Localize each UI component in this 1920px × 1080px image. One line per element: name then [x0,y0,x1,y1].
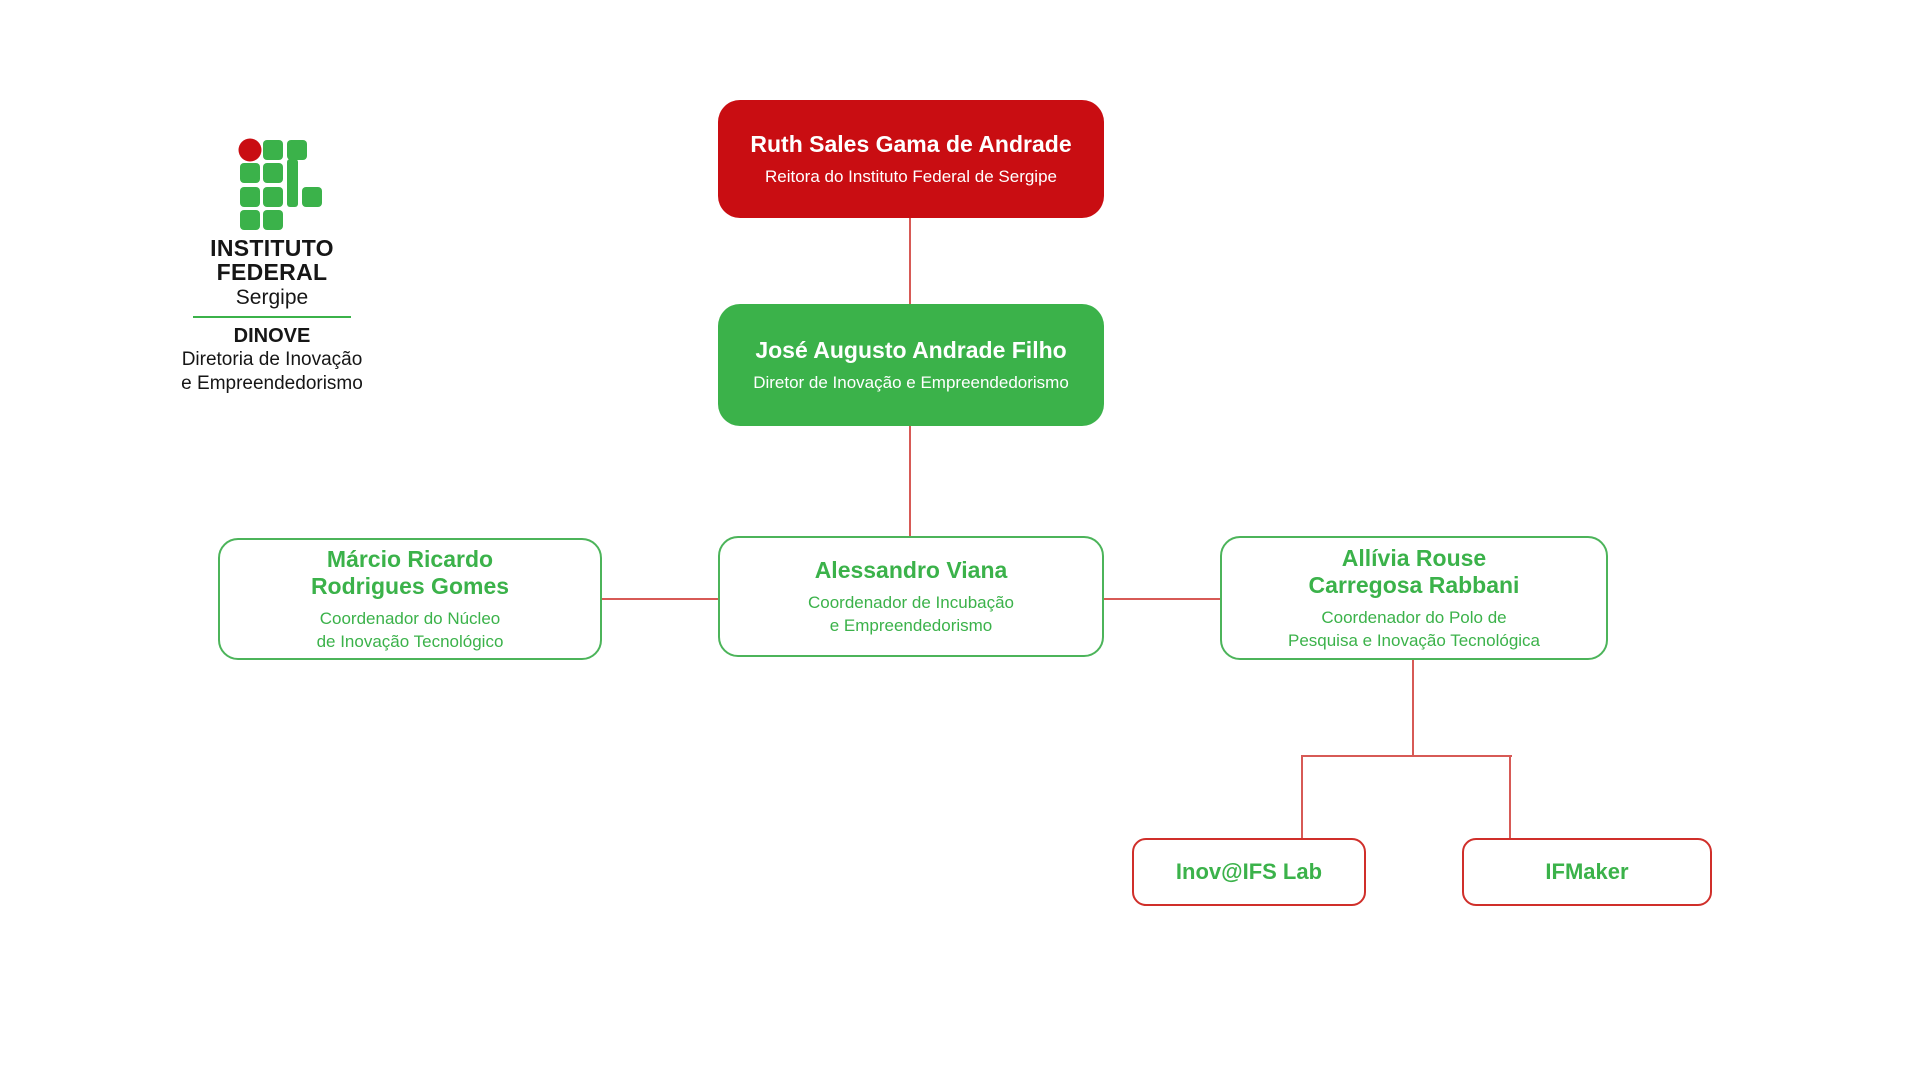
node-name-line2: Rodrigues Gomes [310,572,510,599]
node-role: Coordenador do Polo de Pesquisa e Inovaç… [1288,606,1540,652]
node-role-line2: Pesquisa e Inovação Tecnológica [1287,630,1541,650]
org-node-reitora: Ruth Sales Gama de Andrade Reitora do In… [718,100,1104,218]
logo-divider [193,316,351,318]
connector-nucleo-incubacao [601,598,719,600]
logo-org-name-line1: INSTITUTO [210,235,334,261]
node-name: Alessandro Viana [814,556,1008,583]
ifs-logo-text: INSTITUTO FEDERAL Sergipe DINOVE Diretor… [132,236,412,396]
ifs-logo-mark-icon [238,138,322,230]
org-node-incubacao: Alessandro Viana Coordenador de Incubaçã… [718,536,1104,657]
logo-unit-name-line1: Diretoria de Inovação [181,349,363,370]
connector-reitora-diretor [909,217,911,305]
logo-unit-acronym: DINOVE [233,325,311,347]
node-role: Reitora do Instituto Federal de Sergipe [764,166,1057,186]
logo-org-name-line2: FEDERAL [216,259,328,285]
node-name-line1: Allívia Rouse [1341,544,1487,571]
logo-region: Sergipe [235,286,309,309]
org-node-diretor: José Augusto Andrade Filho Diretor de In… [718,304,1104,426]
connector-branch-inov-ifs-lab [1301,755,1303,839]
node-role-line1: Coordenador do Núcleo [319,608,501,628]
connector-branch-ifmaker [1509,755,1511,839]
node-name: Inov@IFS Lab [1175,859,1323,884]
connector-polo-children-bar [1301,755,1512,757]
node-role: Coordenador de Incubação e Empreendedori… [808,591,1014,637]
org-node-inov-ifs-lab: Inov@IFS Lab [1132,838,1366,906]
node-name-line2: Carregosa Rabbani [1308,571,1520,598]
connector-polo-down [1412,659,1414,756]
connector-diretor-incubacao [909,425,911,537]
node-name: Allívia Rouse Carregosa Rabbani [1309,545,1520,599]
connector-incubacao-polo [1102,598,1221,600]
org-node-nucleo: Márcio Ricardo Rodrigues Gomes Coordenad… [218,538,602,660]
node-role: Diretor de Inovação e Empreendedorismo [753,372,1069,392]
node-name: Ruth Sales Gama de Andrade [750,130,1072,157]
node-name: IFMaker [1545,859,1629,884]
node-role-line2: de Inovação Tecnológico [316,631,504,651]
org-node-ifmaker: IFMaker [1462,838,1712,906]
org-node-polo: Allívia Rouse Carregosa Rabbani Coordena… [1220,536,1608,660]
logo-unit-name-line2: e Empreendedorismo [181,373,363,394]
node-name: José Augusto Andrade Filho [755,336,1067,363]
node-role-line1: Coordenador de Incubação [807,592,1015,612]
node-name: Márcio Ricardo Rodrigues Gomes [311,546,509,600]
node-role: Coordenador do Núcleo de Inovação Tecnol… [317,607,504,653]
node-role-line2: e Empreendedorismo [829,615,993,635]
node-name-line1: Márcio Ricardo [326,545,494,572]
node-role-line1: Coordenador do Polo de [1321,607,1507,627]
